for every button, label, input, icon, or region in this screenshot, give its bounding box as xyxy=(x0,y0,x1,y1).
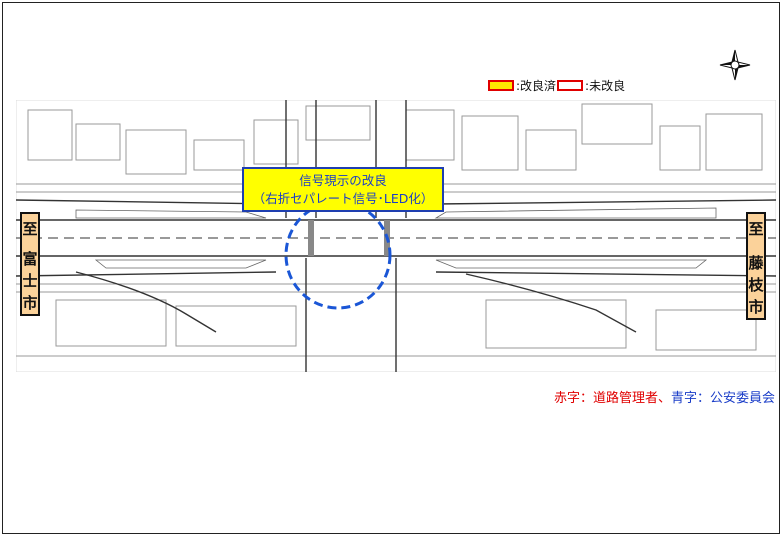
destination-right-prefix: 至 xyxy=(748,220,764,238)
legend: :改良済 :未改良 xyxy=(488,77,625,93)
callout-subtitle: （右折セパレート信号･LED化） xyxy=(252,191,434,206)
road-plan-map xyxy=(16,100,776,372)
destination-right-char: 枝 xyxy=(748,276,764,294)
destination-left-char: 士 xyxy=(22,272,38,290)
legend-improved-swatch xyxy=(488,79,514,91)
destination-left-char: 市 xyxy=(22,294,38,312)
destination-left-prefix: 至 xyxy=(22,220,38,238)
legend-unimproved-label: :未改良 xyxy=(585,78,626,93)
signal-improvement-callout: 信号現示の改良 （右折セパレート信号･LED化） xyxy=(242,167,444,212)
legend-unimproved-swatch xyxy=(557,79,584,91)
note-road-manager: 赤字：道路管理者、 xyxy=(553,391,671,406)
legend-improved-label: :改良済 xyxy=(516,78,557,93)
responsibility-note: 赤字：道路管理者、青字：公安委員会 xyxy=(554,387,775,406)
destination-right-char: 藤 xyxy=(748,254,764,272)
note-public-safety: 青字：公安委員会 xyxy=(670,391,775,406)
destination-right-fujieda: 至 藤 枝 市 xyxy=(746,212,766,320)
destination-left-fuji: 至 富 士 市 xyxy=(20,212,40,316)
destination-right-char: 市 xyxy=(748,298,764,316)
callout-title: 信号現示の改良 xyxy=(299,173,387,188)
compass-icon xyxy=(719,49,751,81)
destination-left-char: 富 xyxy=(22,250,38,268)
